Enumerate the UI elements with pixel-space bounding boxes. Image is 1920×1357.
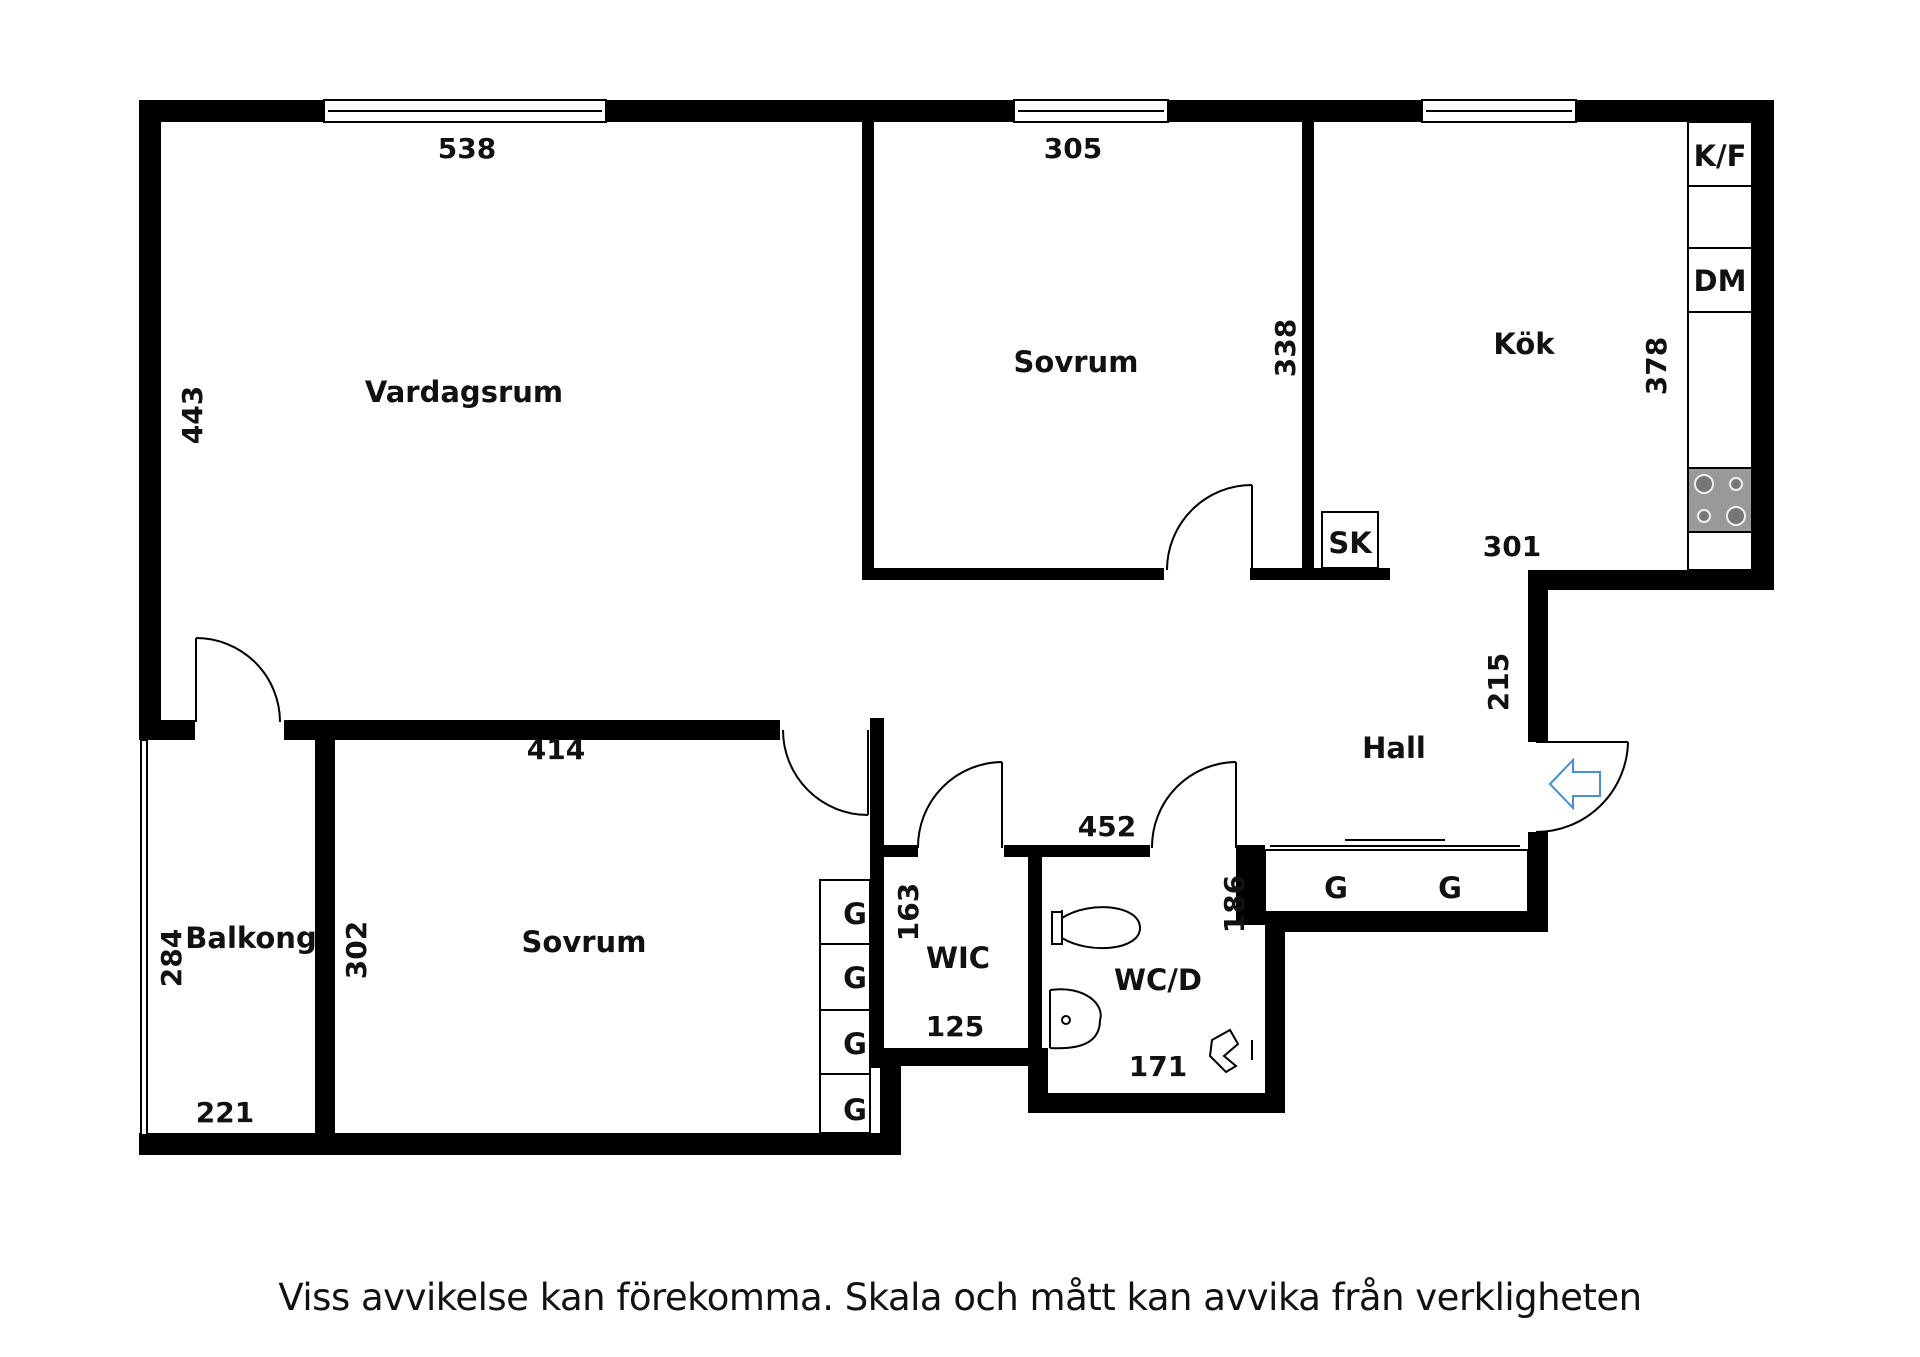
- wall-hall-right-lower: [1528, 832, 1548, 924]
- dim-hall-width: 452: [1078, 810, 1136, 843]
- room-label-vardagsrum: Vardagsrum: [365, 375, 563, 409]
- kitchen-counter: [1687, 121, 1753, 571]
- label-wardrobe: G: [1324, 871, 1348, 905]
- stove-burner-icon: [1726, 506, 1746, 526]
- fixture-labels: K/F DM SK G G G G G G: [843, 139, 1746, 1127]
- wall-wc-right-inner: [1236, 845, 1265, 925]
- label-dishwasher: DM: [1694, 264, 1747, 298]
- walls: [139, 100, 1774, 1155]
- disclaimer-text: Viss avvikelse kan förekomma. Skala och …: [278, 1276, 1642, 1319]
- door-bedroom-bottom: [782, 729, 869, 816]
- stove-burner-icon: [1729, 477, 1743, 491]
- label-wardrobe: G: [843, 897, 867, 931]
- interior-walls: [139, 100, 1390, 1155]
- wall-hall-right-upper: [1528, 570, 1548, 742]
- label-wardrobe: G: [843, 1027, 867, 1061]
- room-labels: Vardagsrum Sovrum Kök Hall Balkong Sovru…: [185, 327, 1555, 997]
- wall-wic-wc: [1028, 845, 1042, 1065]
- dim-wcd-width: 171: [1129, 1050, 1187, 1083]
- entrance-arrow-icon: [1548, 757, 1601, 811]
- door-balcony: [195, 637, 281, 723]
- sink-icon: [1049, 988, 1102, 1050]
- wall-wc-bottom: [1028, 1093, 1285, 1113]
- wall-wc-left-step: [1028, 1060, 1048, 1113]
- dim-sovrum-bottom-width: 414: [527, 733, 585, 766]
- kitchen-fixtures: [1321, 121, 1753, 571]
- room-label-balkong: Balkong: [185, 921, 316, 955]
- toilet-icon: [1051, 906, 1142, 950]
- wall-right: [1752, 100, 1774, 590]
- door-bedroom-top: [1166, 484, 1253, 571]
- doors: [195, 484, 1629, 849]
- wall-bottom: [139, 1133, 901, 1155]
- bathroom-fixtures: [1049, 906, 1253, 1074]
- wall-kitchen-bottom: [1528, 570, 1774, 590]
- dim-hall-depth: 215: [1482, 653, 1515, 711]
- closet-sk: [1321, 511, 1379, 569]
- label-wardrobe: G: [843, 1093, 867, 1127]
- stove-burner-icon: [1694, 474, 1714, 494]
- wall-wic-bottom: [880, 1048, 1048, 1066]
- windows: [140, 99, 1577, 1136]
- dim-kok-depth: 378: [1640, 337, 1673, 395]
- wardrobe-bedroom: [819, 879, 871, 1134]
- balcony-glazing: [140, 739, 148, 1136]
- wall-bedroom-top-left: [862, 100, 874, 580]
- door-wic: [916, 761, 1003, 849]
- room-label-kok: Kök: [1493, 327, 1555, 361]
- label-wardrobe: G: [843, 961, 867, 995]
- label-wardrobe: G: [1438, 871, 1462, 905]
- wall-wic-top-a: [870, 845, 918, 857]
- door-entrance: [1535, 741, 1629, 833]
- dim-kok-width: 301: [1483, 530, 1541, 563]
- dim-sovrum-top-width: 305: [1044, 132, 1102, 165]
- room-label-wcd: WC/D: [1114, 963, 1202, 997]
- dim-sovrum-top-depth: 338: [1269, 319, 1302, 377]
- wall-bedroom-top-bottom-a: [862, 568, 1164, 580]
- wardrobes: [819, 839, 1529, 1134]
- dim-wic-width: 125: [926, 1010, 984, 1043]
- shower-icon: [1208, 1028, 1253, 1074]
- wall-wc-right: [1265, 912, 1285, 1112]
- wall-left: [139, 100, 161, 740]
- dim-balkong-width: 221: [196, 1096, 254, 1129]
- wall-wardrobe-bottom: [1265, 912, 1548, 932]
- wall-living-bottom-b: [284, 720, 780, 740]
- room-label-hall: Hall: [1362, 731, 1426, 765]
- sink-drain-icon: [1061, 1015, 1071, 1025]
- wall-bedroom-bottom-right: [870, 718, 884, 1068]
- wall-balcony-bedroom: [315, 725, 335, 1155]
- wardrobe-hall: [1264, 849, 1529, 913]
- room-label-sovrum-top: Sovrum: [1014, 345, 1139, 379]
- room-label-sovrum-bottom: Sovrum: [522, 925, 647, 959]
- dimension-labels: 538 443 305 338 378 301 215 452 414 302 …: [155, 132, 1673, 1129]
- dim-wic-depth: 163: [892, 883, 925, 941]
- stove-burner-icon: [1697, 509, 1711, 523]
- dim-sovrum-bottom-depth: 302: [340, 921, 373, 979]
- wall-bedroom-kitchen: [1302, 100, 1314, 580]
- dim-vardagsrum-width: 538: [438, 132, 496, 165]
- room-label-wic: WIC: [926, 941, 990, 975]
- dim-balkong-depth: 284: [155, 929, 188, 987]
- wall-living-bottom-a: [139, 720, 195, 740]
- wall-bottom-step: [880, 1048, 901, 1155]
- wall-wic-top-b: [1004, 845, 1150, 857]
- dim-vardagsrum-depth: 443: [176, 386, 209, 444]
- dim-wcd-depth: 186: [1218, 875, 1251, 933]
- wall-bedroom-top-bottom-b: [1250, 568, 1390, 580]
- label-closet-sk: SK: [1328, 526, 1373, 560]
- door-wc: [1150, 761, 1237, 849]
- label-fridge-freezer: K/F: [1694, 139, 1747, 173]
